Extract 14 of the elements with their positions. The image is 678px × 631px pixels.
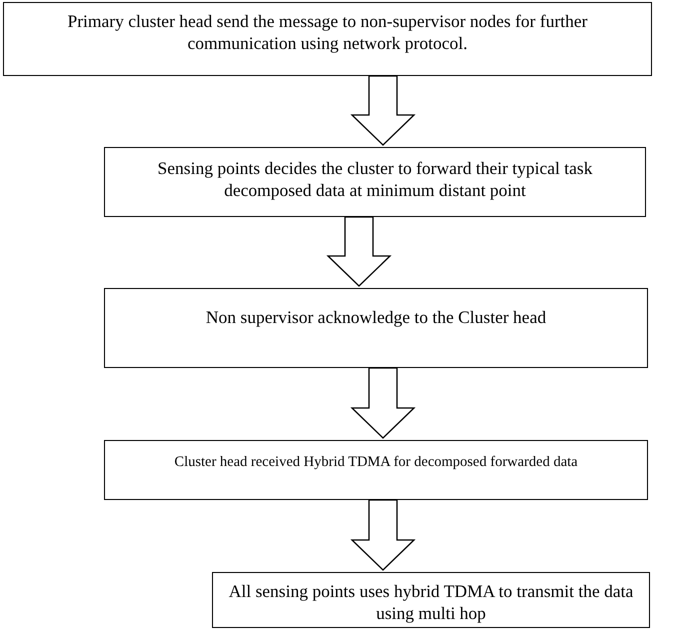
process-box <box>212 572 650 628</box>
process-box <box>104 147 646 217</box>
block-arrow <box>350 75 416 146</box>
step-text: All sensing points uses hybrid TDMA to transmit the data using multi hop <box>228 581 634 625</box>
step-text: Non supervisor acknowledge to the Cluster head <box>204 307 548 329</box>
step-text: Sensing points decides the cluster to forward their typical task decomposed data at minimum distant point <box>156 158 594 202</box>
block-arrow <box>350 367 416 439</box>
block-arrow <box>326 216 392 287</box>
block-arrow <box>350 499 416 571</box>
step-text: Primary cluster head send the message to non-supervisor nodes for further communication using network protocol. <box>66 11 588 55</box>
process-box <box>104 288 648 368</box>
step-text: Cluster head received Hybrid TDMA for decomposed forwarded data <box>173 453 579 472</box>
process-box <box>3 2 652 76</box>
process-box <box>104 440 648 500</box>
